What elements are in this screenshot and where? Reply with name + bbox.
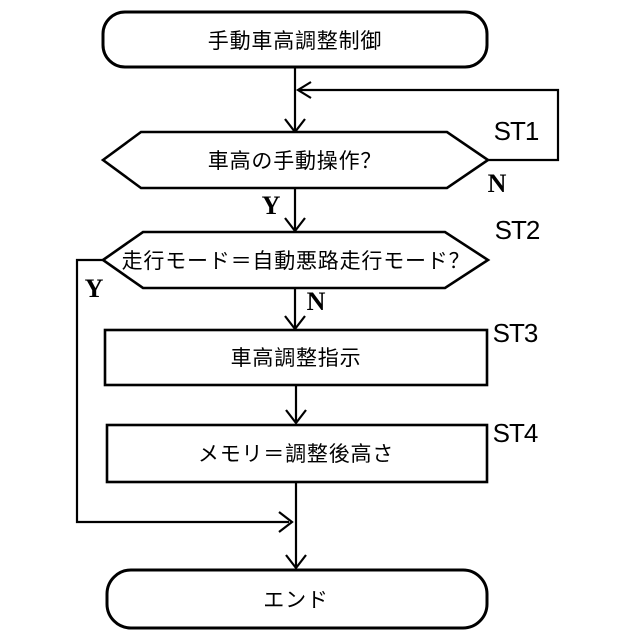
start-node-label: 手動車高調整制御	[208, 30, 382, 53]
node-st4: メモリ＝調整後高さ ST4	[105, 418, 539, 484]
branch-label-st2-no: N	[307, 287, 326, 316]
process-st3-shape	[103, 328, 489, 387]
decision-st1-shape	[100, 130, 491, 190]
arrowhead-right-join	[278, 511, 294, 533]
arrowhead-down-st4	[285, 409, 307, 425]
end-node-label: エンド	[263, 589, 328, 612]
branch-label-st1-no: N	[488, 169, 507, 198]
node-st3: 車高調整指示 ST3	[103, 318, 539, 387]
node-end: エンド	[105, 568, 489, 630]
loop-st1-no	[300, 88, 560, 162]
branch-st2-yes	[75, 258, 289, 524]
arrowhead-left-loop	[295, 81, 312, 99]
decision-st2-shape	[100, 230, 491, 290]
decision-st1-label: 車高の手動操作？	[208, 150, 382, 173]
node-start: 手動車高調整制御	[101, 10, 489, 69]
branch-label-st1-yes: Y	[262, 191, 281, 220]
arrowhead-down-end	[285, 554, 307, 570]
decision-st2-label: 走行モード＝自動悪路走行モード？	[122, 250, 471, 273]
process-st3-label: 車高調整指示	[231, 347, 362, 370]
connectors	[75, 67, 560, 570]
step-id-st3: ST3	[493, 318, 538, 348]
node-st2: 走行モード＝自動悪路走行モード？ ST2 N Y	[85, 215, 541, 316]
step-id-st2: ST2	[495, 215, 540, 245]
step-id-st1: ST1	[494, 116, 539, 146]
process-st4-label: メモリ＝調整後高さ	[198, 443, 394, 466]
process-st4-shape	[105, 423, 489, 484]
start-node-shape	[101, 10, 489, 69]
node-st1: 車高の手動操作？ ST1 N Y	[100, 116, 540, 220]
step-id-st4: ST4	[493, 418, 538, 448]
branch-label-st2-yes: Y	[85, 274, 104, 303]
end-node-shape	[105, 568, 489, 630]
